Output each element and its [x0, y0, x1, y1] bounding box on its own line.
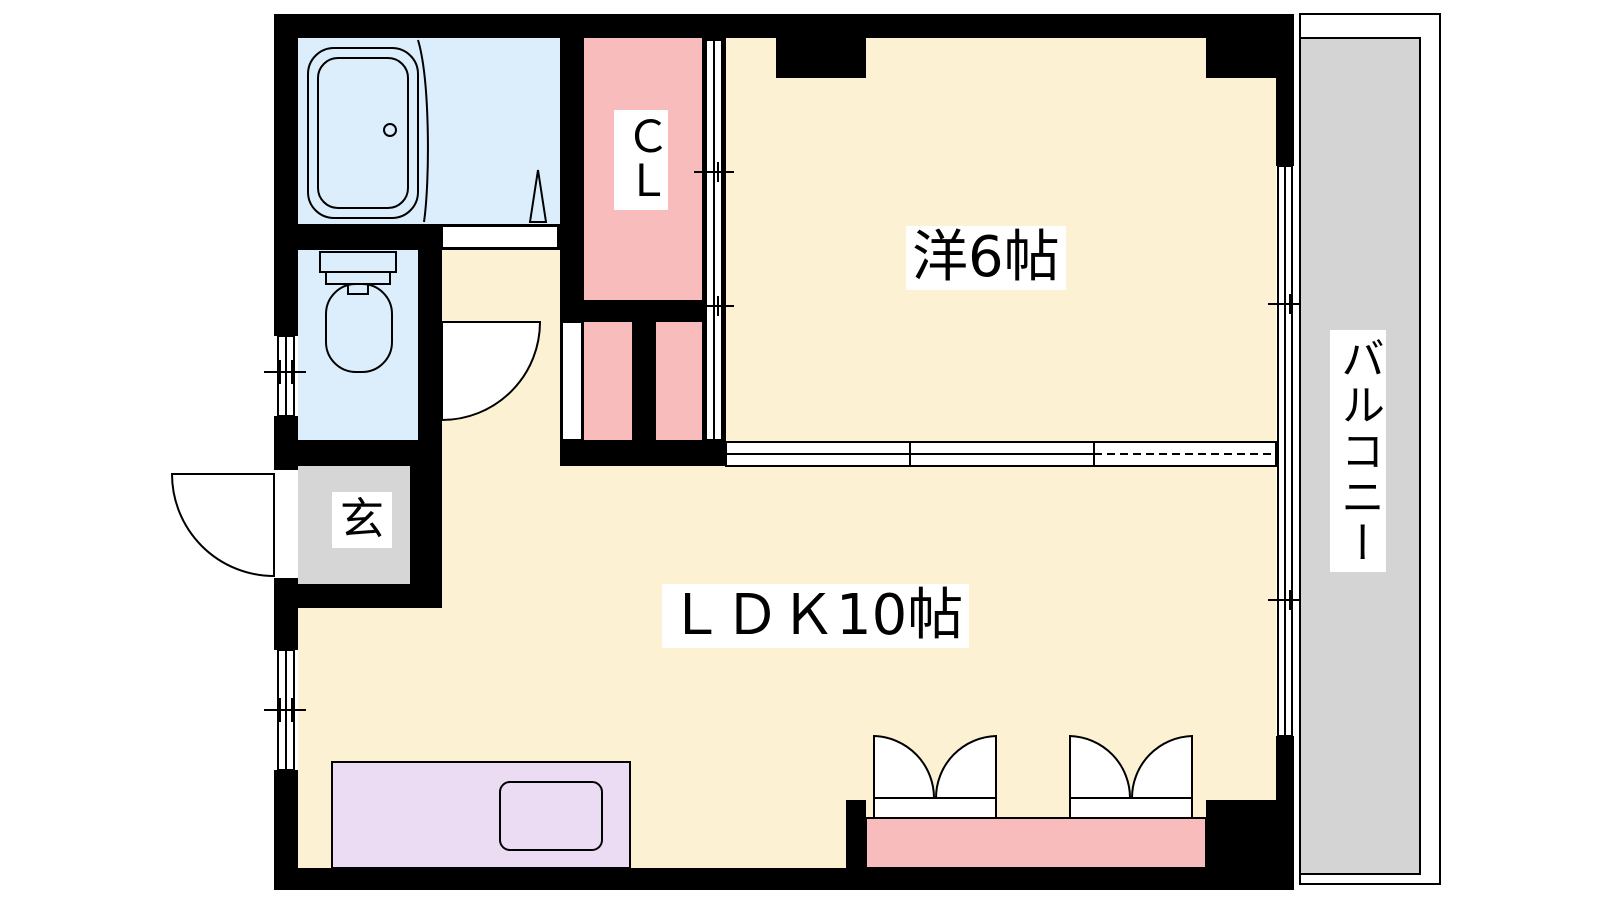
ldk-room-label: ＬＤＫ10帖 [662, 584, 970, 648]
western-room-label: 洋6帖 [906, 226, 1066, 290]
entrance-door-swing [170, 473, 275, 578]
wall-block [418, 250, 442, 440]
balcony-label: バルコニー [1330, 330, 1386, 572]
wall-block [632, 322, 656, 442]
cabinet-door [873, 797, 997, 819]
closet-label: ＣＬ [614, 110, 670, 210]
wall-block [298, 440, 442, 466]
column [776, 38, 866, 78]
bathroom-floor [298, 38, 560, 224]
column [846, 800, 866, 868]
toilet-floor [298, 250, 418, 440]
kitchen-counter [331, 761, 631, 869]
wall-block [560, 300, 726, 322]
ldk-floor [298, 250, 1276, 868]
column [1206, 38, 1276, 78]
entrance-label: 玄 [332, 492, 392, 548]
storage-floor-left [584, 322, 632, 442]
wall-block [298, 584, 442, 608]
cabinet-door [1069, 797, 1193, 819]
wall-block [560, 38, 584, 322]
column [1206, 800, 1276, 868]
toilet-door-swing [441, 321, 542, 422]
storage-door [561, 321, 583, 441]
bathtub [307, 39, 548, 223]
wall-block [298, 224, 442, 250]
storage-floor-right [656, 322, 704, 442]
built-in-shelf [865, 817, 1207, 869]
toilet-fixture [319, 251, 397, 373]
wall-block [560, 440, 726, 466]
door-opening [274, 470, 298, 578]
bath-threshold [441, 225, 559, 249]
